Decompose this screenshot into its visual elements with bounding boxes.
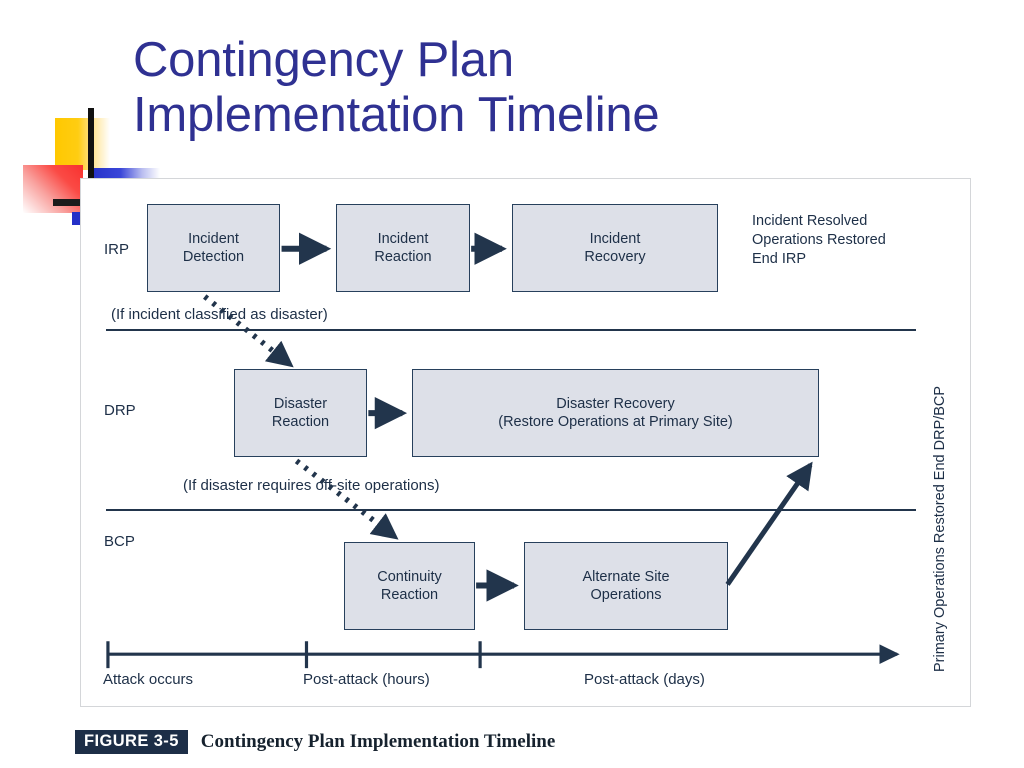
figure-number-badge: FIGURE 3-5 (75, 730, 188, 754)
deco-horizontal-bar (53, 199, 97, 206)
decorative-corner-graphic (0, 0, 160, 225)
timeline-diagram: IRP DRP BCP Incident Detection Incident … (81, 179, 970, 706)
divider-drp-bcp (106, 509, 916, 511)
lane-label-drp: DRP (104, 402, 136, 419)
node-alternate-site-operations[interactable]: Alternate Site Operations (524, 542, 728, 630)
divider-irp-drp (106, 329, 916, 331)
node-incident-reaction[interactable]: Incident Reaction (336, 204, 470, 292)
slide-title: Contingency Plan Implementation Timeline (133, 33, 963, 144)
node-continuity-reaction[interactable]: Continuity Reaction (344, 542, 475, 630)
figure-caption: FIGURE 3-5 Contingency Plan Implementati… (75, 729, 555, 755)
condition-label-drp: (If incident classified as disaster) (111, 306, 328, 323)
node-disaster-recovery[interactable]: Disaster Recovery (Restore Operations at… (412, 369, 819, 457)
lane-label-bcp: BCP (104, 533, 135, 550)
node-incident-recovery[interactable]: Incident Recovery (512, 204, 718, 292)
figure-frame: IRP DRP BCP Incident Detection Incident … (80, 178, 971, 707)
irp-end-note: Incident Resolved Operations Restored En… (752, 213, 886, 268)
deco-yellow-square (55, 118, 110, 170)
timeline-label-post-attack-hours: Post-attack (hours) (303, 671, 430, 688)
node-disaster-reaction[interactable]: Disaster Reaction (234, 369, 367, 457)
lane-label-irp: IRP (104, 241, 130, 258)
slide-title-line-2: Implementation Timeline (133, 88, 660, 143)
deco-blue-bar (88, 168, 160, 178)
timeline-label-attack-occurs: Attack occurs (103, 671, 194, 688)
slide-title-line-1: Contingency Plan (133, 33, 514, 87)
node-incident-detection[interactable]: Incident Detection (147, 204, 280, 292)
condition-label-bcp: (If disaster requires off-site operation… (183, 477, 440, 494)
vertical-axis-label: Primary Operations Restored End DRP/BCP (932, 385, 948, 672)
timeline-label-post-attack-days: Post-attack (days) (584, 671, 705, 688)
deco-vertical-bar (88, 108, 94, 208)
figure-caption-text: Contingency Plan Implementation Timeline (200, 731, 556, 752)
